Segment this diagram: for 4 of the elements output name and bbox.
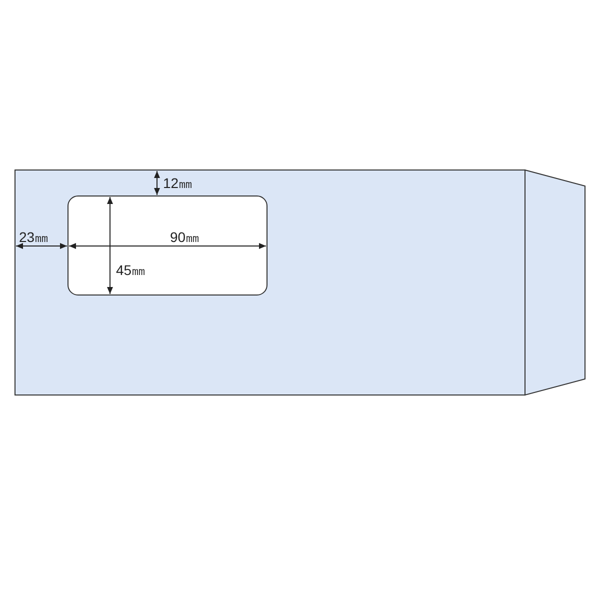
dimension-label: 90㎜	[170, 229, 200, 245]
dimension-label: 23㎜	[19, 229, 49, 245]
dimension-label: 45㎜	[116, 262, 146, 278]
dimension-label: 12㎜	[163, 175, 193, 191]
